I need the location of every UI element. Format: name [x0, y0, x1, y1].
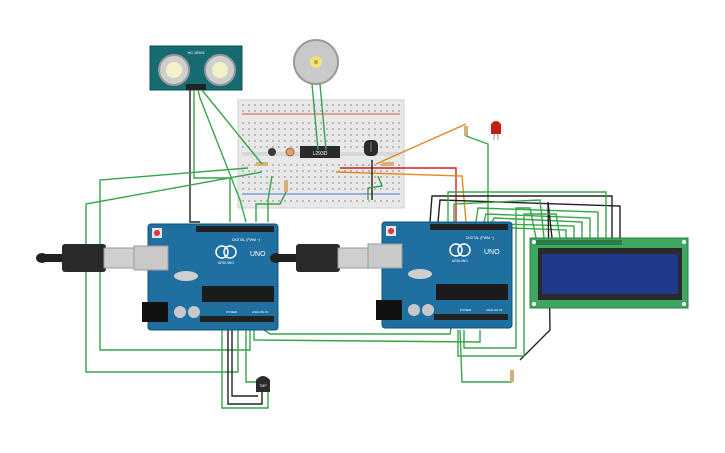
arduino-left-power-header: POWER	[226, 310, 238, 314]
temp-sensor-label: TMP	[259, 384, 267, 388]
photoresistor[interactable]	[285, 147, 295, 157]
arduino-right-analog-header: ANALOG IN	[486, 308, 502, 312]
potentiometer[interactable]	[364, 140, 378, 156]
arduino-left-analog-header: ANALOG IN	[252, 310, 268, 314]
resistor[interactable]	[382, 162, 394, 166]
lcd-resistor[interactable]	[510, 370, 514, 382]
arduino-left-model: UNO	[250, 251, 266, 258]
wires	[85, 83, 621, 409]
arduino-right-power-header: POWER	[460, 308, 472, 312]
usb-cable-right	[270, 244, 369, 272]
red-led[interactable]	[491, 121, 501, 140]
motor-driver-chip[interactable]: L293D	[300, 146, 340, 158]
motor-driver-label: L293D	[313, 151, 328, 157]
resistor[interactable]	[284, 180, 288, 192]
arduino-left-digital-header: DIGITAL (PWM ~)	[232, 238, 260, 242]
dc-motor[interactable]	[293, 39, 339, 85]
arduino-right-model: UNO	[484, 249, 500, 256]
usb-cable-left	[36, 244, 135, 272]
led-resistor[interactable]	[464, 126, 468, 136]
ultrasonic-sensor[interactable]: HC-SR04	[149, 45, 243, 91]
arduino-right-brand: ARDUINO	[452, 259, 468, 263]
arduino-uno-right[interactable]: UNO ARDUINO DIGITAL (PWM ~) POWER ANALOG…	[367, 221, 513, 329]
arduino-left-brand: ARDUINO	[218, 261, 234, 265]
lcd-display[interactable]	[529, 237, 689, 309]
arduino-right-digital-header: DIGITAL (PWM ~)	[466, 236, 494, 240]
temperature-sensor[interactable]: TMP	[256, 376, 270, 392]
ultrasonic-model-label: HC-SR04	[187, 50, 205, 55]
arduino-uno-left[interactable]: UNO ARDUINO DIGITAL (PWM ~) POWER ANALOG…	[133, 223, 279, 331]
pushbutton[interactable]	[268, 148, 276, 156]
